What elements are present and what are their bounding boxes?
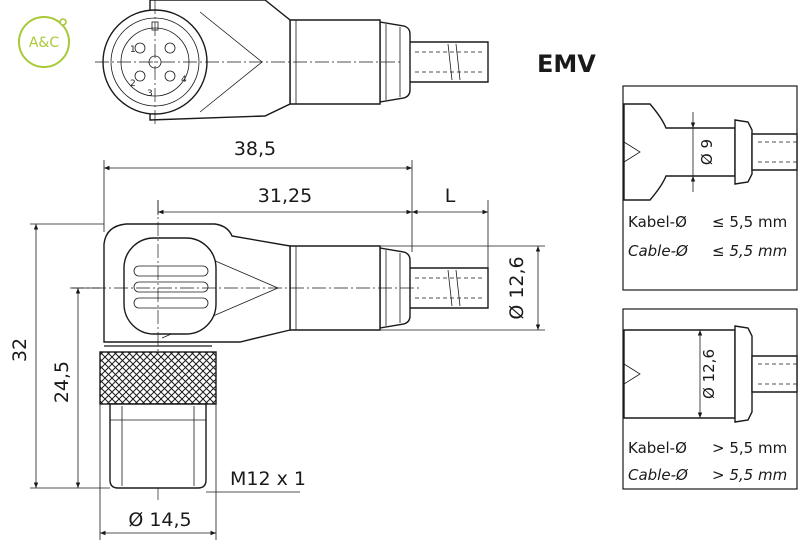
emv-title: EMV — [537, 50, 596, 78]
dimension-lines — [30, 160, 545, 540]
detail1-diameter: Ø 9 — [698, 139, 716, 165]
dim-overall-length: 38,5 — [234, 138, 276, 160]
detail1-kabel-value: ≤ 5,5 mm — [712, 213, 787, 231]
dim-height-to-center: 24,5 — [51, 361, 73, 403]
pin-label-3: 3 — [147, 89, 153, 99]
detail2-kabel-label: Kabel-Ø — [628, 439, 687, 457]
dim-thread: M12 x 1 — [230, 468, 306, 490]
top-view: 1 2 3 4 — [95, 0, 489, 125]
detail1-cable-label: Cable-Ø — [628, 242, 689, 260]
logo-text: A&C — [29, 35, 59, 51]
detail1-kabel-label: Kabel-Ø — [628, 213, 687, 231]
detail-box-large-cable: Ø 12,6 Kabel-Ø > 5,5 mm Cable-Ø > 5,5 mm — [622, 308, 798, 490]
detail2-diameter: Ø 12,6 — [700, 349, 718, 399]
detail2-cable-label: Cable-Ø — [628, 466, 689, 484]
detail1-cable-value: ≤ 5,5 mm — [712, 242, 787, 260]
pin-label-2: 2 — [130, 79, 136, 89]
pin-label-4: 4 — [181, 75, 187, 85]
dim-height-total: 32 — [9, 338, 31, 362]
dim-cable-length: L — [445, 185, 456, 207]
detail-box-small-cable: Ø 9 Kabel-Ø ≤ 5,5 mm Cable-Ø ≤ 5,5 mm — [622, 85, 798, 291]
dim-body-diameter: Ø 12,6 — [506, 256, 528, 319]
ac-logo: A&C — [18, 16, 70, 68]
detail2-kabel-value: > 5,5 mm — [712, 439, 787, 457]
side-view — [70, 200, 489, 500]
detail2-cable-value: > 5,5 mm — [712, 466, 787, 484]
dim-length-to-cable: 31,25 — [258, 185, 312, 207]
dim-nut-diameter: Ø 14,5 — [128, 509, 191, 531]
pin-label-1: 1 — [130, 45, 136, 55]
